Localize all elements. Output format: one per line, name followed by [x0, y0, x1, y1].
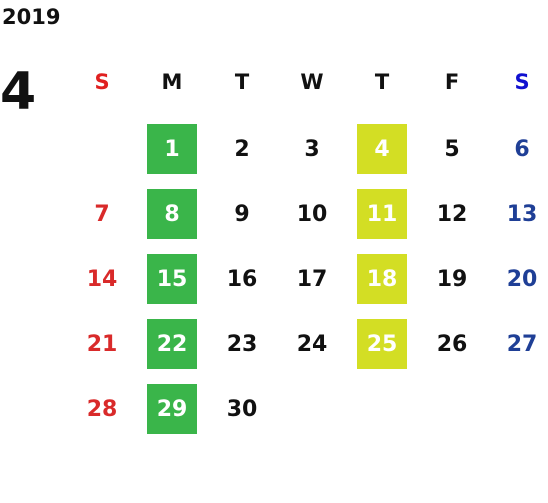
calendar-day: 3 — [304, 136, 320, 162]
weekday-thursday: T — [374, 70, 390, 94]
calendar-day-highlight: 18 — [357, 254, 407, 304]
calendar-cell — [417, 384, 487, 449]
calendar-day: 2 — [234, 136, 250, 162]
calendar-cell: 9 — [207, 189, 277, 254]
calendar-cell: 13 — [487, 189, 548, 254]
calendar-day: 12 — [436, 201, 468, 227]
month-number: 4 — [0, 62, 37, 122]
calendar-cell: 18 — [347, 254, 417, 319]
calendar-day: 24 — [296, 331, 328, 357]
calendar-cell: 29 — [137, 384, 207, 449]
calendar-cell: 7 — [67, 189, 137, 254]
calendar-cell — [277, 384, 347, 449]
calendar-day: 19 — [436, 266, 468, 292]
calendar-cell: 5 — [417, 124, 487, 189]
calendar-cell: 30 — [207, 384, 277, 449]
calendar-day: 7 — [94, 201, 110, 227]
calendar-day — [77, 124, 127, 174]
calendar-day-highlight: 22 — [147, 319, 197, 369]
calendar-day-highlight: 25 — [357, 319, 407, 369]
calendar-day-highlight: 4 — [357, 124, 407, 174]
calendar-day-highlight: 15 — [147, 254, 197, 304]
calendar-day: 5 — [444, 136, 460, 162]
calendar-cell: 25 — [347, 319, 417, 384]
calendar-day: 6 — [514, 136, 530, 162]
calendar-cell — [347, 384, 417, 449]
calendar-day: 23 — [226, 331, 258, 357]
calendar-day: 16 — [226, 266, 258, 292]
calendar-cell: 17 — [277, 254, 347, 319]
calendar-cell: 26 — [417, 319, 487, 384]
calendar-day: 20 — [506, 266, 538, 292]
calendar-day: 28 — [86, 396, 118, 422]
calendar-day-highlight: 1 — [147, 124, 197, 174]
calendar-day — [357, 384, 407, 434]
calendar-day-highlight: 11 — [357, 189, 407, 239]
calendar-cell: 4 — [347, 124, 417, 189]
calendar-cell: 23 — [207, 319, 277, 384]
calendar-day: 21 — [86, 331, 118, 357]
year-label: 2019 — [2, 5, 61, 29]
calendar-cell — [487, 384, 548, 449]
weekday-saturday: S — [514, 70, 530, 94]
calendar-cell: 14 — [67, 254, 137, 319]
calendar-day: 14 — [86, 266, 118, 292]
calendar-cell: 8 — [137, 189, 207, 254]
calendar-day: 17 — [296, 266, 328, 292]
calendar-cell: 24 — [277, 319, 347, 384]
calendar-cell: 16 — [207, 254, 277, 319]
calendar-cell: 10 — [277, 189, 347, 254]
calendar-cell: 12 — [417, 189, 487, 254]
calendar-day: 13 — [506, 201, 538, 227]
calendar-cell: 6 — [487, 124, 548, 189]
weekday-friday: F — [444, 70, 460, 94]
calendar-day-highlight: 8 — [147, 189, 197, 239]
calendar-cell: 28 — [67, 384, 137, 449]
calendar-cell: 15 — [137, 254, 207, 319]
calendar-day — [287, 384, 337, 434]
calendar-cell: 11 — [347, 189, 417, 254]
weekday-wednesday: W — [300, 70, 324, 94]
calendar-cell — [67, 124, 137, 189]
calendar-cell: 3 — [277, 124, 347, 189]
calendar-cell: 19 — [417, 254, 487, 319]
weekday-header: S M T W T F S — [67, 66, 548, 98]
weekday-tuesday: T — [234, 70, 250, 94]
weekday-sunday: S — [94, 70, 110, 94]
calendar-cell: 2 — [207, 124, 277, 189]
calendar-cell: 22 — [137, 319, 207, 384]
calendar-day: 10 — [296, 201, 328, 227]
calendar-day: 9 — [234, 201, 250, 227]
calendar-cell: 20 — [487, 254, 548, 319]
calendar-day: 26 — [436, 331, 468, 357]
calendar-cell: 27 — [487, 319, 548, 384]
calendar-day-highlight: 29 — [147, 384, 197, 434]
weekday-monday: M — [161, 70, 183, 94]
calendar-cell: 21 — [67, 319, 137, 384]
calendar-day — [497, 384, 547, 434]
calendar-grid: 1 2 3 4 5 6 7 8 9 10 11 12 13 14 15 16 1… — [67, 124, 548, 449]
calendar-day: 27 — [506, 331, 538, 357]
calendar-day — [427, 384, 477, 434]
calendar-day: 30 — [226, 396, 258, 422]
calendar-cell: 1 — [137, 124, 207, 189]
